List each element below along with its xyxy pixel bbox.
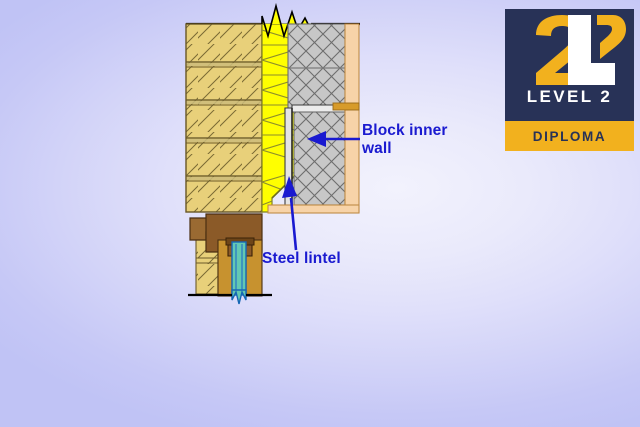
level-2-diploma-logo: LEVEL 2 DIPLOMA: [505, 9, 634, 151]
logo-level-text: LEVEL 2: [526, 87, 613, 106]
callout-label-block-inner-wall: Block inner wall: [362, 122, 448, 157]
logo-diploma-bar: DIPLOMA: [505, 121, 634, 151]
internal-plaster-finish: [267, 23, 360, 214]
block-inner-leaf-lower: [293, 111, 346, 206]
callout-label-steel-lintel: Steel lintel: [262, 250, 341, 267]
block-inner-wall-arrow: [307, 131, 360, 147]
steel-lintel-arrow: [282, 176, 298, 251]
logo-2l-mark: [536, 15, 626, 85]
brick-outer-leaf: [185, 23, 263, 213]
glazing-unit: [231, 241, 247, 305]
logo-diploma-text: DIPLOMA: [532, 128, 607, 144]
block-inner-leaf-upper: [287, 23, 346, 111]
logo-navy-panel: LEVEL 2: [505, 9, 634, 121]
